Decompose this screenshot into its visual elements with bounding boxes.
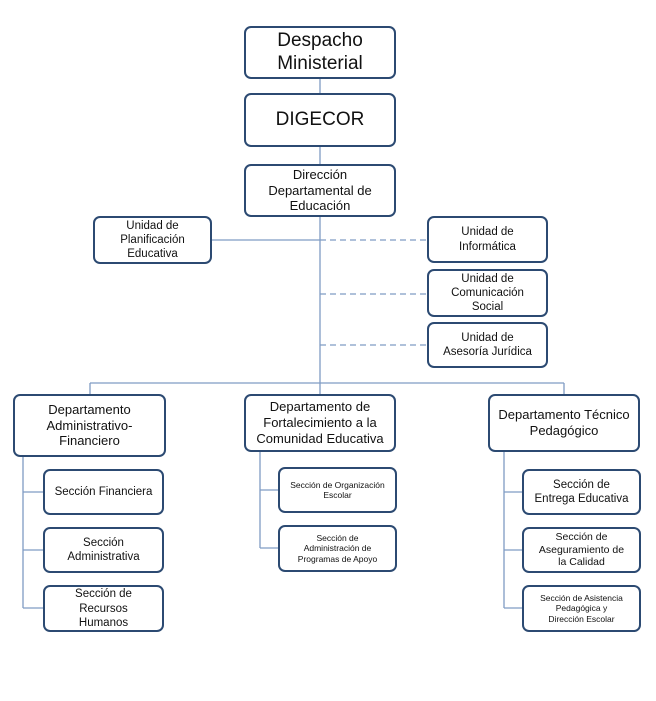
- node-label: Sección de Organización Escolar: [290, 479, 385, 500]
- node-label: DIGECOR: [275, 108, 365, 130]
- node-seccion-entrega-educativa: Sección de Entrega Educativa: [522, 469, 641, 515]
- node-unidad-asesoria: Unidad de Asesoría Jurídica: [427, 322, 548, 368]
- node-unidad-planificacion: Unidad de Planificación Educativa: [93, 216, 212, 264]
- node-label: Unidad de Asesoría Jurídica: [443, 331, 532, 358]
- node-label: Despacho Ministerial: [277, 29, 363, 74]
- node-label: Departamento Administrativo- Financiero: [46, 401, 133, 449]
- node-label: Unidad de Informática: [459, 226, 516, 253]
- node-departamento-administrativo: Departamento Administrativo- Financiero: [13, 394, 166, 457]
- node-label: Departamento de Fortalecimiento a la Com…: [256, 399, 384, 446]
- node-unidad-informatica: Unidad de Informática: [427, 216, 548, 263]
- node-label: Departamento Técnico Pedagógico: [498, 407, 630, 438]
- node-seccion-administrativa: Sección Administrativa: [43, 527, 164, 573]
- node-label: Sección de Asistencia Pedagógica y Direc…: [540, 592, 623, 624]
- node-label: Sección de Administración de Programas d…: [297, 532, 378, 564]
- node-label: Sección Administrativa: [67, 536, 140, 563]
- node-seccion-asistencia-pedagogica: Sección de Asistencia Pedagógica y Direc…: [522, 585, 641, 632]
- node-departamento-fortalecimiento: Departamento de Fortalecimiento a la Com…: [244, 394, 396, 452]
- node-seccion-recursos-humanos: Sección de Recursos Humanos: [43, 585, 164, 632]
- node-seccion-organizacion-escolar: Sección de Organización Escolar: [278, 467, 397, 513]
- node-seccion-aseguramiento-calidad: Sección de Aseguramiento de la Calidad: [522, 527, 641, 573]
- node-label: Sección de Recursos Humanos: [75, 588, 132, 629]
- node-label: Sección Financiera: [54, 485, 153, 498]
- node-label: Sección de Entrega Educativa: [534, 478, 629, 505]
- node-label: Unidad de Comunicación Social: [451, 272, 524, 314]
- node-label: Sección de Aseguramiento de la Calidad: [538, 530, 625, 569]
- node-digecor: DIGECOR: [244, 93, 396, 147]
- node-unidad-comunicacion: Unidad de Comunicación Social: [427, 269, 548, 317]
- node-direccion-departamental: Dirección Departamental de Educación: [244, 164, 396, 217]
- node-label: Dirección Departamental de Educación: [268, 166, 372, 214]
- node-seccion-financiera: Sección Financiera: [43, 469, 164, 515]
- node-seccion-programas-apoyo: Sección de Administración de Programas d…: [278, 525, 397, 572]
- node-label: Unidad de Planificación Educativa: [120, 219, 185, 261]
- node-departamento-tecnico: Departamento Técnico Pedagógico: [488, 394, 640, 452]
- node-despacho-ministerial: Despacho Ministerial: [244, 26, 396, 79]
